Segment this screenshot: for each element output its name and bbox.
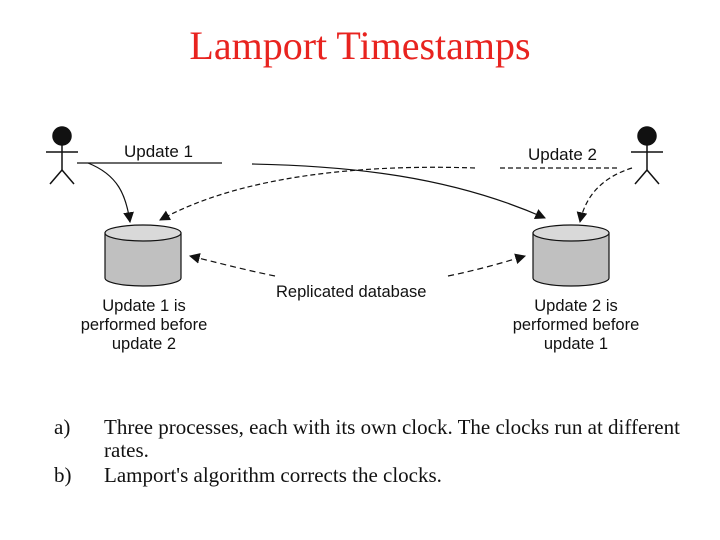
list-text: Three processes, each with its own clock… (104, 415, 680, 462)
right-person-icon (631, 126, 663, 185)
update-1-label: Update 1 (124, 142, 193, 161)
right-database-icon (532, 224, 610, 287)
right-caption-line: Update 2 is (534, 297, 618, 315)
list-item: b) Lamport's algorithm corrects the cloc… (54, 464, 694, 487)
replicated-database-label: Replicated database (276, 283, 426, 301)
list-item: a) Three processes, each with its own cl… (54, 416, 694, 462)
update-2-long-line (159, 166, 476, 221)
list-text: Lamport's algorithm corrects the clocks. (104, 463, 442, 487)
replicated-arrow-left (188, 253, 276, 277)
left-person-icon (46, 126, 78, 185)
replication-diagram: Update 1 Update 2 Replicated database (46, 126, 663, 301)
replicated-arrow-right (447, 253, 527, 277)
right-caption: Update 2 is performed before update 1 (490, 297, 662, 354)
left-caption: Update 1 is performed before update 2 (58, 297, 230, 354)
left-caption-line: Update 1 is (102, 297, 186, 315)
left-database-icon (104, 224, 182, 287)
update-2-local-arrow (576, 167, 633, 224)
left-caption-line: performed before (80, 316, 208, 334)
update-2-label: Update 2 (528, 145, 597, 164)
list-marker: a) (54, 415, 71, 439)
notes-list: a) Three processes, each with its own cl… (54, 416, 694, 487)
right-caption-line: update 1 (543, 335, 609, 353)
update-1-local-arrow (87, 162, 134, 224)
left-caption-line: update 2 (111, 335, 177, 353)
update-1-long-line (251, 163, 546, 220)
slide-title: Lamport Timestamps (189, 23, 531, 68)
list-marker: b) (54, 463, 72, 487)
right-caption-line: performed before (512, 316, 640, 334)
